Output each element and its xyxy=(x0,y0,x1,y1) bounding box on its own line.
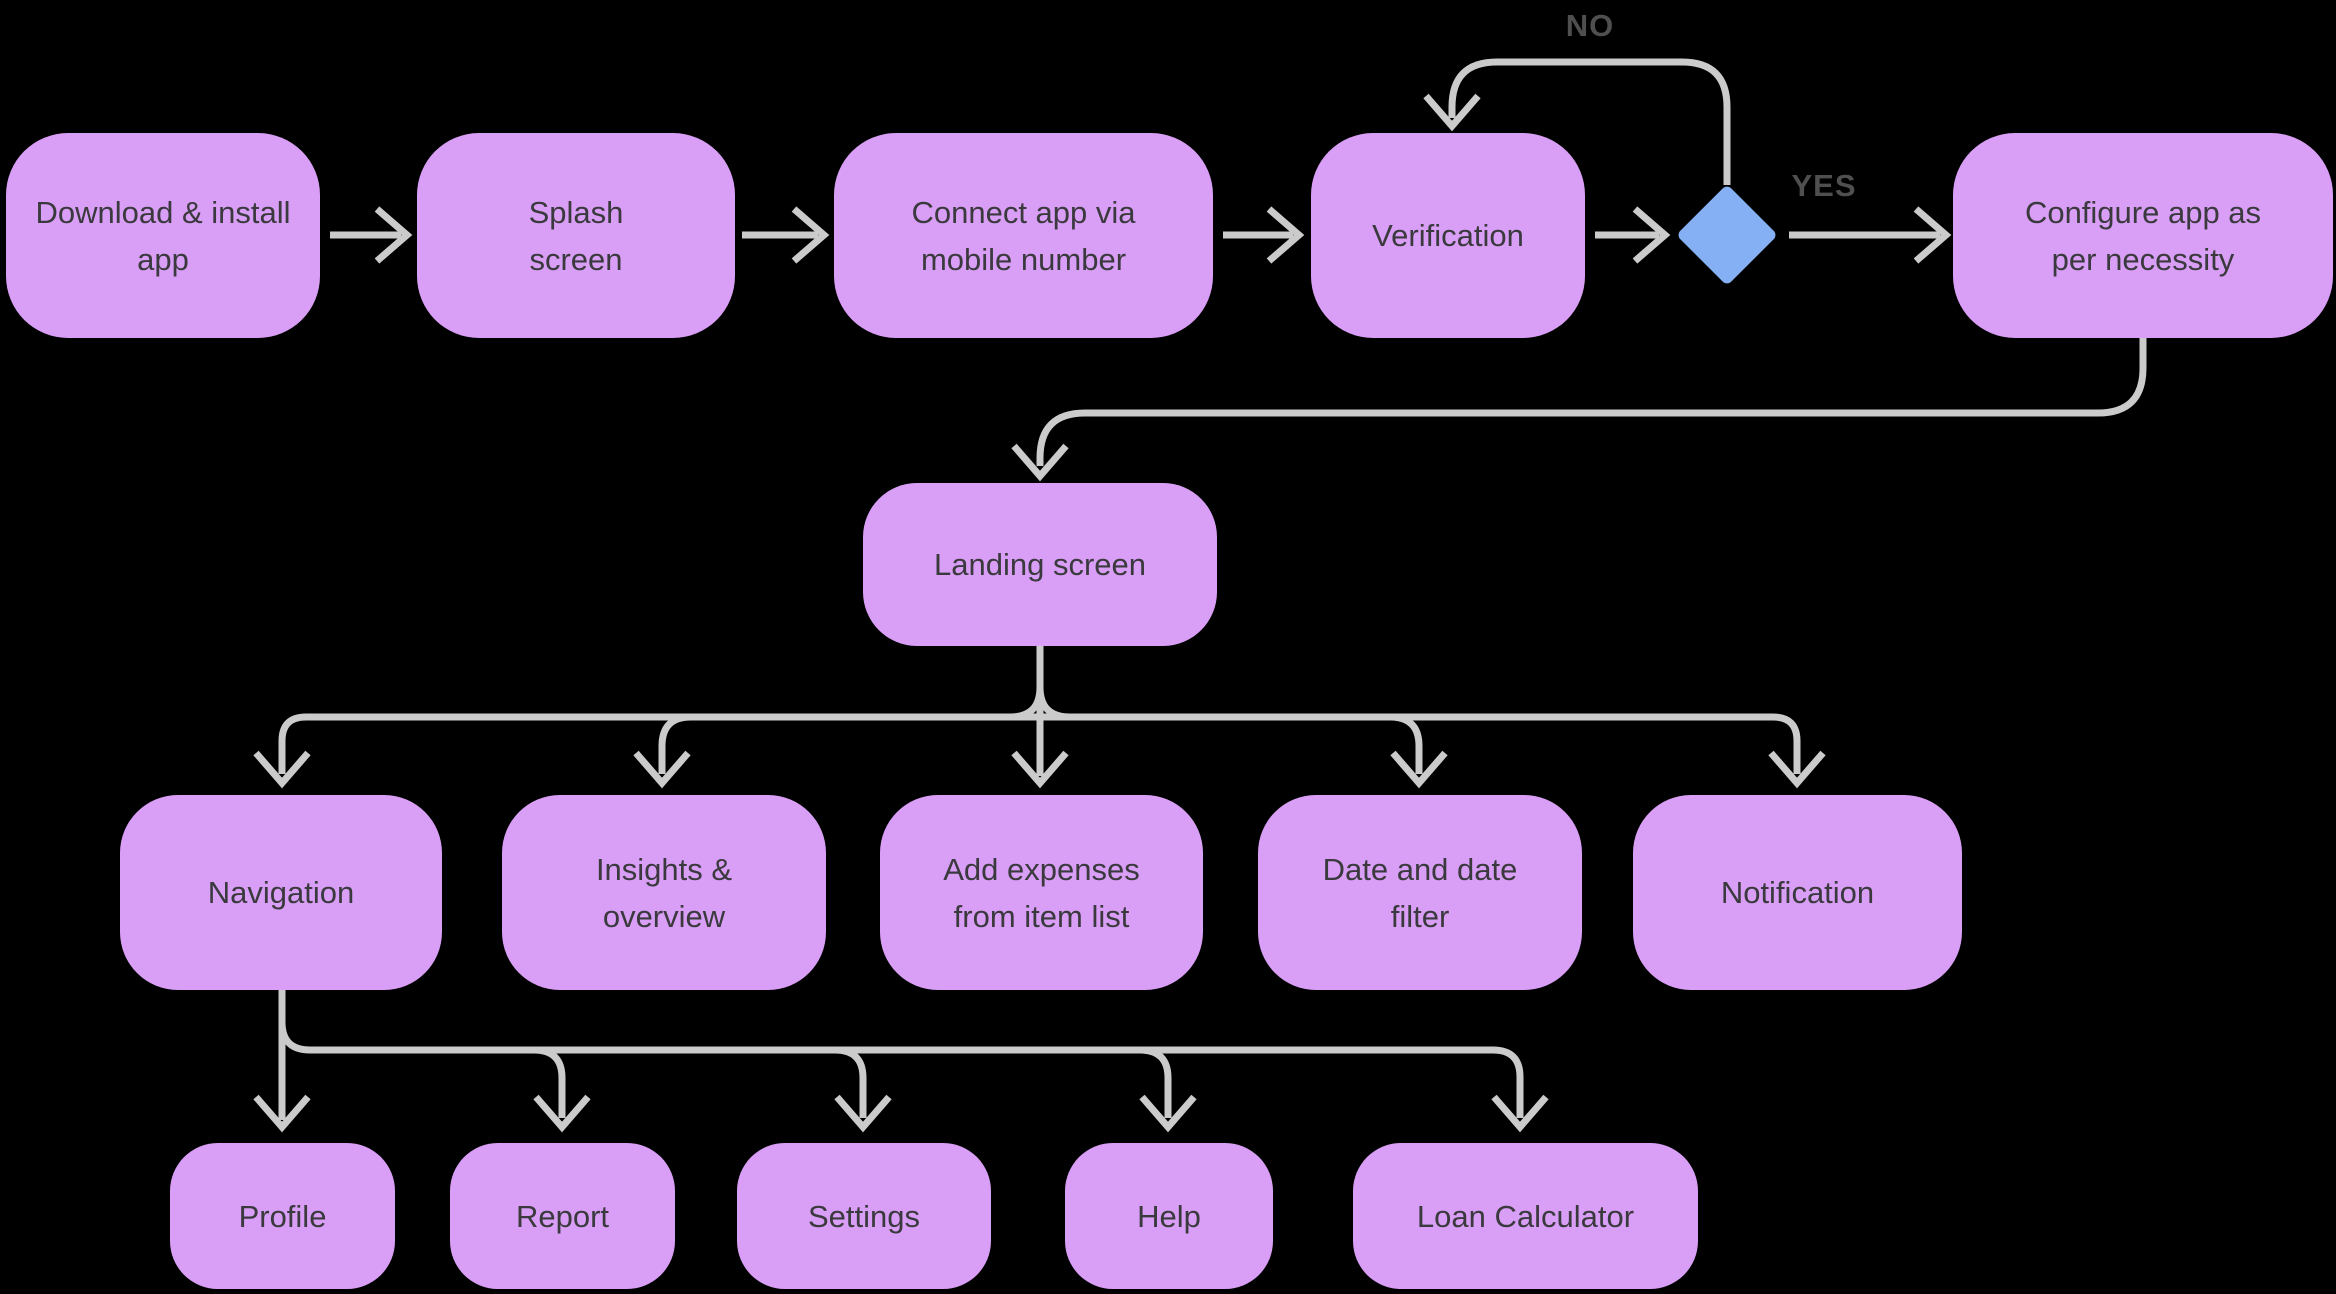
arrowhead-download-splash xyxy=(374,206,413,264)
arrowhead-splash-connect xyxy=(791,206,830,264)
arrowhead-landing-datefilter xyxy=(1390,750,1448,789)
node-configure-app: Configure app as per necessity xyxy=(1953,133,2333,338)
edge-navigation-drop-settings xyxy=(834,1046,867,1118)
arrowhead-decision-verification-no xyxy=(1423,93,1481,132)
node-loan-calculator: Loan Calculator xyxy=(1353,1143,1698,1289)
node-help: Help xyxy=(1065,1143,1273,1289)
arrowhead-landing-addexpenses xyxy=(1011,750,1069,789)
arrowhead-landing-navigation xyxy=(253,750,311,789)
arrowhead-navigation-help xyxy=(1139,1094,1197,1133)
node-label: Connect app via mobile number xyxy=(911,194,1136,277)
arrowhead-connect-verification xyxy=(1266,206,1305,264)
node-settings: Settings xyxy=(737,1143,991,1289)
node-profile: Profile xyxy=(170,1143,395,1289)
node-label: Help xyxy=(1137,1198,1201,1234)
edge-landing-stem-fillet-left xyxy=(1009,686,1044,721)
node-label: Profile xyxy=(238,1198,327,1234)
node-label: Notification xyxy=(1720,875,1875,910)
edge-configure-landing xyxy=(1036,338,2147,466)
node-splash-screen: Splash screen xyxy=(417,133,735,338)
arrowhead-configure-landing xyxy=(1011,443,1069,482)
node-label: Date and date filter xyxy=(1322,851,1518,934)
node-download-install-app: Download & install app xyxy=(6,133,320,338)
node-label: Report xyxy=(515,1198,610,1234)
node-verification: Verification xyxy=(1311,133,1585,338)
node-add-expenses: Add expenses from item list xyxy=(880,795,1203,990)
arrowhead-navigation-profile xyxy=(253,1094,311,1133)
node-label: Landing screen xyxy=(934,547,1146,582)
edge-label-no: NO xyxy=(1565,8,1615,43)
node-date-filter: Date and date filter xyxy=(1258,795,1582,990)
node-label: Splash screen xyxy=(528,194,624,277)
arrowhead-navigation-loancalc xyxy=(1491,1094,1549,1133)
arrowhead-decision-configure xyxy=(1913,206,1952,264)
node-insights-overview: Insights & overview xyxy=(502,795,826,990)
edge-label-yes: YES xyxy=(1791,168,1857,203)
arrowhead-navigation-settings xyxy=(834,1094,892,1133)
edge-decision-verification-no xyxy=(1448,58,1731,185)
edge-navigation-drop-report xyxy=(533,1046,566,1118)
node-navigation: Navigation xyxy=(120,795,442,990)
node-report: Report xyxy=(450,1143,675,1289)
node-label: Verification xyxy=(1372,218,1524,253)
node-label: Add expenses from item list xyxy=(943,851,1140,934)
edge-landing-rail xyxy=(278,713,1801,774)
node-label: Navigation xyxy=(207,875,355,910)
node-label: Configure app as per necessity xyxy=(2024,194,2262,277)
node-label: Download & install app xyxy=(35,194,291,277)
edge-landing-drop-insights xyxy=(658,713,692,774)
edge-navigation-rail xyxy=(278,1021,1524,1118)
node-connect-app-via-mobile-number: Connect app via mobile number xyxy=(834,133,1213,338)
node-label: Settings xyxy=(807,1198,920,1234)
edge-landing-stem-fillet-right xyxy=(1036,686,1071,721)
node-landing-screen: Landing screen xyxy=(863,483,1217,646)
edge-navigation-drop-help xyxy=(1139,1046,1172,1118)
arrowhead-landing-notification xyxy=(1768,750,1826,789)
node-label: Insights & overview xyxy=(595,851,733,934)
edge-landing-drop-datefilter xyxy=(1389,713,1423,774)
node-label: Loan Calculator xyxy=(1416,1198,1635,1234)
arrowhead-navigation-report xyxy=(533,1094,591,1133)
arrowhead-verification-decision xyxy=(1632,206,1671,264)
node-notification: Notification xyxy=(1633,795,1962,990)
arrowhead-landing-insights xyxy=(633,750,691,789)
